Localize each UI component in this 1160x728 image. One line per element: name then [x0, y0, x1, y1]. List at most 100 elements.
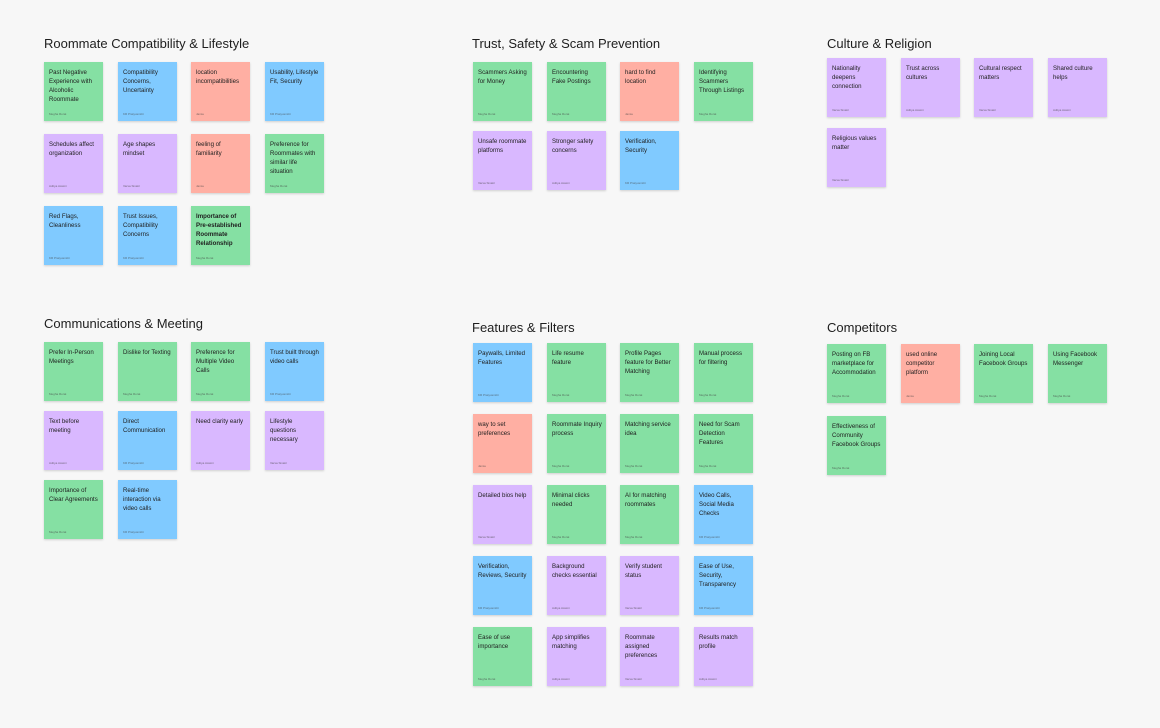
- sticky-note-author: Aditya Aswini: [196, 461, 214, 465]
- sticky-note-text: Past Negative Experience with Alcoholic …: [49, 69, 93, 103]
- sticky-note-text: AI for matching roommates: [625, 492, 666, 508]
- sticky-note-text: Roommate assigned preferences: [625, 634, 658, 659]
- sticky-note-text: Joining Local Facebook Groups: [979, 351, 1028, 367]
- sticky-note-text: Profile Pages feature for Better Matchin…: [625, 350, 671, 375]
- sticky-note-text: Detailed bios help: [478, 492, 527, 499]
- sticky-note-text: Preference for Roommates with similar li…: [270, 141, 316, 175]
- sticky-note-author: KR Pratyusmitri: [123, 530, 144, 534]
- sticky-note-text: hard to find location: [625, 69, 656, 85]
- sticky-note-author: KR Pratyusmitri: [478, 606, 499, 610]
- sticky-note-author: KR Pratyusmitri: [699, 606, 720, 610]
- sticky-note-text: Importance of Clear Agreements: [49, 487, 98, 503]
- sticky-note[interactable]: Past Negative Experience with Alcoholic …: [44, 62, 103, 121]
- sticky-note[interactable]: Profile Pages feature for Better Matchin…: [620, 343, 679, 402]
- sticky-note-text: feeling of familiarity: [196, 141, 222, 157]
- sticky-note-text: Effectiveness of Community Facebook Grou…: [832, 423, 881, 448]
- cluster-title-competitors: Competitors: [827, 320, 898, 335]
- sticky-note[interactable]: Effectiveness of Community Facebook Grou…: [827, 416, 886, 475]
- sticky-note-text: Roommate Inquiry process: [552, 421, 602, 437]
- sticky-note-author: KR Pratyusmitri: [699, 535, 720, 539]
- sticky-note-author: Varsa Sinatri: [123, 184, 140, 188]
- sticky-note-text: Trust Issues, Compatibility Concerns: [123, 213, 158, 238]
- sticky-note[interactable]: Posting on FB marketplace for Accommodat…: [827, 344, 886, 403]
- sticky-note-author: KR Pratyusmitri: [123, 461, 144, 465]
- sticky-note-author: Varsa Sinatri: [270, 461, 287, 465]
- sticky-note-author: Aditya Aswini: [699, 677, 717, 681]
- sticky-note-text: Matching service idea: [625, 421, 671, 437]
- sticky-note-text: Unsafe roommate platforms: [478, 138, 527, 154]
- sticky-note-text: Identifying Scammers Through Listings: [699, 69, 745, 94]
- sticky-note-text: Cultural respect matters: [979, 65, 1022, 81]
- sticky-note-author: Jamie: [196, 112, 205, 116]
- sticky-note-author: Jamie: [906, 394, 915, 398]
- sticky-note-text: Verification, Security: [625, 138, 657, 154]
- sticky-note-text: Trust across cultures: [906, 65, 940, 81]
- sticky-note-author: Megha Rorat: [552, 393, 570, 397]
- sticky-note-author: Megha Rorat: [699, 112, 717, 116]
- sticky-note-text: Paywalls, Limited Features: [478, 350, 526, 366]
- sticky-note-author: Varsa Sinatri: [832, 108, 849, 112]
- sticky-note[interactable]: Preference for Roommates with similar li…: [265, 134, 324, 193]
- cluster-title-trust-safety-and-scam-prevention: Trust, Safety & Scam Prevention: [472, 36, 661, 51]
- sticky-note-author: Megha Rorat: [625, 535, 643, 539]
- sticky-note-text: Prefer In-Person Meetings: [49, 349, 94, 365]
- sticky-note-text: used online competitor platform: [906, 351, 938, 376]
- sticky-note[interactable]: Importance of Pre-established Roommate R…: [191, 206, 250, 265]
- sticky-note-text: Background checks essential: [552, 563, 597, 579]
- sticky-note-author: Aditya Aswini: [552, 181, 570, 185]
- sticky-note-text: Ease of use importance: [478, 634, 511, 650]
